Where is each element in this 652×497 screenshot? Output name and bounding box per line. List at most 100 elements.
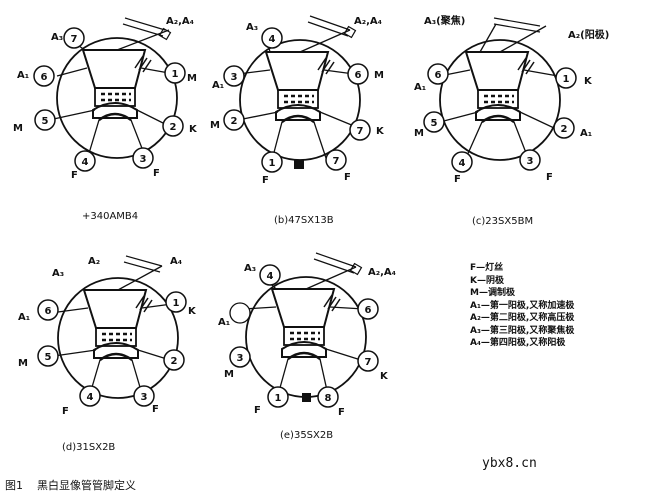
pin-7: 7 — [325, 149, 347, 171]
pin-1: 1 — [261, 151, 283, 173]
label-m: M — [374, 70, 384, 81]
legend-item: M—调制极 — [470, 288, 515, 298]
pin-6: 6 — [33, 65, 55, 87]
svg-text:4: 4 — [459, 158, 466, 169]
label-a1: A₁ — [212, 80, 224, 91]
tube-c: 4 3 5 2 6 1 A₃(聚焦) A₂(阳极) A₁ M F F K A₁ … — [414, 14, 609, 227]
pin-2: 2 — [163, 349, 185, 371]
figure-title: 黑白显像管管脚定义 — [37, 479, 136, 492]
legend: F—灯丝 K—阴极 M—调制极 A₁—第一阳极,又称加速极 A₂—第二阳极,又称… — [470, 262, 574, 350]
empty-pin — [229, 302, 251, 324]
svg-text:6: 6 — [355, 70, 362, 81]
svg-text:3: 3 — [527, 156, 534, 167]
tube-base-circle — [56, 37, 178, 159]
label-m: M — [224, 369, 234, 380]
label-m: M — [18, 358, 28, 369]
pin-1: 1 — [165, 291, 187, 313]
svg-text:8: 8 — [325, 393, 332, 404]
svg-text:1: 1 — [173, 298, 180, 309]
legend-item: F—灯丝 — [470, 263, 504, 273]
pin-3: 3 — [229, 346, 251, 368]
svg-text:7: 7 — [357, 126, 364, 137]
label-m: M — [187, 73, 197, 84]
label-k: K — [584, 76, 593, 87]
svg-text:7: 7 — [365, 357, 372, 368]
pin-2: 2 — [162, 115, 184, 137]
svg-text:3: 3 — [141, 392, 148, 403]
svg-text:4: 4 — [87, 392, 94, 403]
legend-item: A₄—第四阳极,又称阳极 — [470, 338, 566, 348]
label-m: M — [210, 120, 220, 131]
watermark: ybx8.cn — [482, 456, 537, 471]
svg-text:2: 2 — [231, 116, 238, 127]
pin-7: 7 — [349, 119, 371, 141]
label-f: F — [152, 404, 159, 415]
pin-6: 6 — [357, 298, 379, 320]
key-notch — [294, 160, 304, 169]
label-a3: A₃ — [52, 268, 64, 279]
pin-5: 5 — [37, 345, 59, 367]
svg-text:2: 2 — [171, 356, 178, 367]
legend-item: A₂—第二阳极,又称高压极 — [470, 313, 575, 323]
pin-8: 8 — [317, 386, 339, 408]
label-f: F — [262, 175, 269, 186]
pin-3: 3 — [223, 65, 245, 87]
svg-text:6: 6 — [45, 306, 52, 317]
svg-text:1: 1 — [172, 69, 179, 80]
pin-1: 1 — [555, 67, 577, 89]
label-k: K — [376, 126, 385, 137]
svg-text:2: 2 — [170, 122, 177, 133]
label-a1: A₁ — [17, 70, 29, 81]
label-a3-focus: A₃(聚焦) — [424, 14, 465, 27]
pin-4: 4 — [451, 151, 473, 173]
label-f: F — [254, 405, 261, 416]
pin-4: 4 — [259, 264, 281, 286]
tube-caption: (c)23SX5BM — [472, 216, 533, 227]
label-a1: A₁ — [414, 82, 426, 93]
label-f: F — [454, 174, 461, 185]
svg-text:3: 3 — [140, 154, 147, 165]
pin-1: 1 — [164, 62, 186, 84]
pin-6: 6 — [347, 63, 369, 85]
pin-4: 4 — [79, 385, 101, 407]
tube-caption: (d)31SX2B — [62, 442, 115, 453]
pin-1: 1 — [267, 386, 289, 408]
tube-e: 1 8 7 6 4 3 A₃ A₂,A₄ A₁ M F F K (e)35SX2… — [218, 252, 396, 441]
svg-text:4: 4 — [82, 157, 89, 168]
legend-item: A₁—第一阳极,又称加速极 — [470, 300, 575, 311]
svg-text:1: 1 — [563, 74, 570, 85]
svg-text:2: 2 — [561, 124, 568, 135]
svg-text:1: 1 — [269, 158, 276, 169]
label-a1: A₁ — [580, 128, 592, 139]
label-f: F — [153, 168, 160, 179]
pin-5: 5 — [423, 111, 445, 133]
tube-caption: (e)35SX2B — [280, 430, 333, 441]
label-a2a4: A₂,A₄ — [354, 16, 382, 27]
svg-text:3: 3 — [231, 72, 238, 83]
svg-text:4: 4 — [267, 271, 274, 282]
label-a1: A₁ — [218, 317, 230, 328]
figure-number: 图1 — [5, 479, 23, 492]
label-f: F — [71, 170, 78, 181]
pin-3: 3 — [519, 149, 541, 171]
label-f: F — [62, 406, 69, 417]
tube-caption: (b)47SX13B — [274, 215, 334, 226]
svg-text:5: 5 — [42, 116, 49, 127]
pin-7: 7 — [63, 27, 85, 49]
tube-d: 4 3 5 2 6 1 A₃ A₂ A₄ A₁ M F F K (d)31SX2… — [18, 255, 197, 453]
pin-2: 2 — [553, 117, 575, 139]
tube-a: 4 3 5 2 6 1 7 A₃ A₂,A₄ A₁ M F F M K +340… — [13, 16, 198, 222]
label-m: M — [414, 128, 424, 139]
label-a3: A₃ — [246, 22, 258, 33]
tube-caption: +340AMB4 — [82, 211, 138, 222]
svg-text:7: 7 — [333, 156, 340, 167]
label-a2: A₂ — [88, 256, 100, 267]
pin-6: 6 — [37, 299, 59, 321]
legend-item: A₃—第三阳极,又称聚焦极 — [470, 325, 575, 336]
pin-4: 4 — [261, 27, 283, 49]
label-a4: A₄ — [170, 256, 182, 267]
svg-text:6: 6 — [435, 70, 442, 81]
svg-text:5: 5 — [45, 352, 52, 363]
tube-base-circle — [439, 39, 561, 161]
